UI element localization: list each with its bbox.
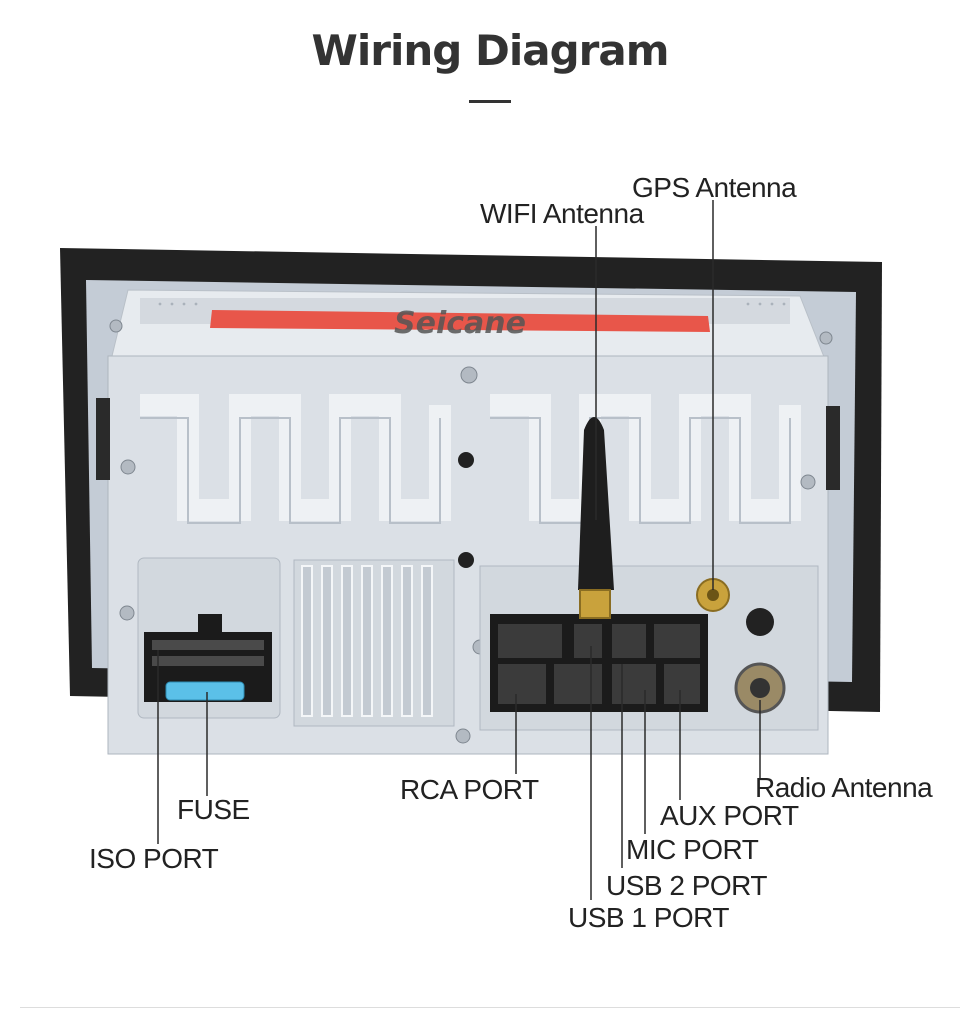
callout-fuse: FUSE — [177, 794, 250, 825]
callout-wifi-antenna: WIFI Antenna — [480, 198, 644, 229]
callout-usb2-port: USB 2 PORT — [606, 870, 767, 901]
mount-brackets — [96, 398, 840, 490]
radio-antenna-socket — [734, 608, 786, 714]
page-title: Wiring Diagram — [311, 26, 670, 75]
callout-mic-port: MIC PORT — [626, 834, 759, 865]
callout-leader-lines — [157, 200, 761, 900]
callout-aux-port: AUX PORT — [660, 800, 799, 831]
footer-divider — [20, 1007, 960, 1008]
brand-logo: Seicane — [394, 306, 526, 341]
callout-radio-antenna: Radio Antenna — [755, 772, 933, 803]
port-connector-block — [490, 614, 708, 712]
callout-rca-port: RCA PORT — [400, 774, 539, 805]
callout-usb1-port: USB 1 PORT — [568, 902, 729, 933]
brand-sticker: Seicane — [210, 306, 710, 341]
callout-iso-port: ISO PORT — [89, 843, 219, 874]
callout-gps-antenna: GPS Antenna — [632, 172, 797, 203]
fuse — [165, 681, 245, 701]
title-underline — [469, 100, 511, 103]
